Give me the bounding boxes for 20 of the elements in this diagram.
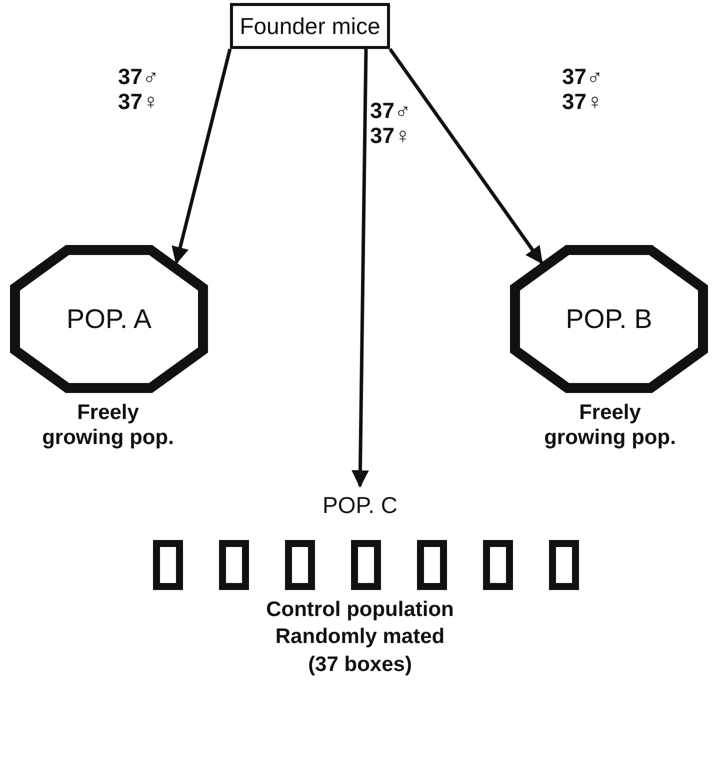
- small-box: [219, 540, 249, 590]
- small-box: [153, 540, 183, 590]
- node-label: Freely growing pop.: [41, 400, 175, 450]
- arrow: [351, 48, 369, 488]
- octagon-shape: [10, 245, 208, 393]
- small-box: [351, 540, 381, 590]
- node-label: POP. C: [322, 492, 398, 518]
- small-box: [285, 540, 315, 590]
- process-box: [230, 3, 390, 49]
- node-label: POP. B: [566, 304, 652, 334]
- node-label: Founder mice: [240, 12, 380, 40]
- octagon-shape: [510, 245, 708, 393]
- node-label: Freely growing pop.: [543, 400, 677, 450]
- node-label: POP. A: [66, 304, 152, 334]
- arrow: [388, 48, 544, 264]
- small-box: [483, 540, 513, 590]
- arrow: [172, 48, 232, 264]
- small-box: [549, 540, 579, 590]
- caption: Control population Randomly mated (37 boxes): [265, 597, 455, 678]
- small-box: [417, 540, 447, 590]
